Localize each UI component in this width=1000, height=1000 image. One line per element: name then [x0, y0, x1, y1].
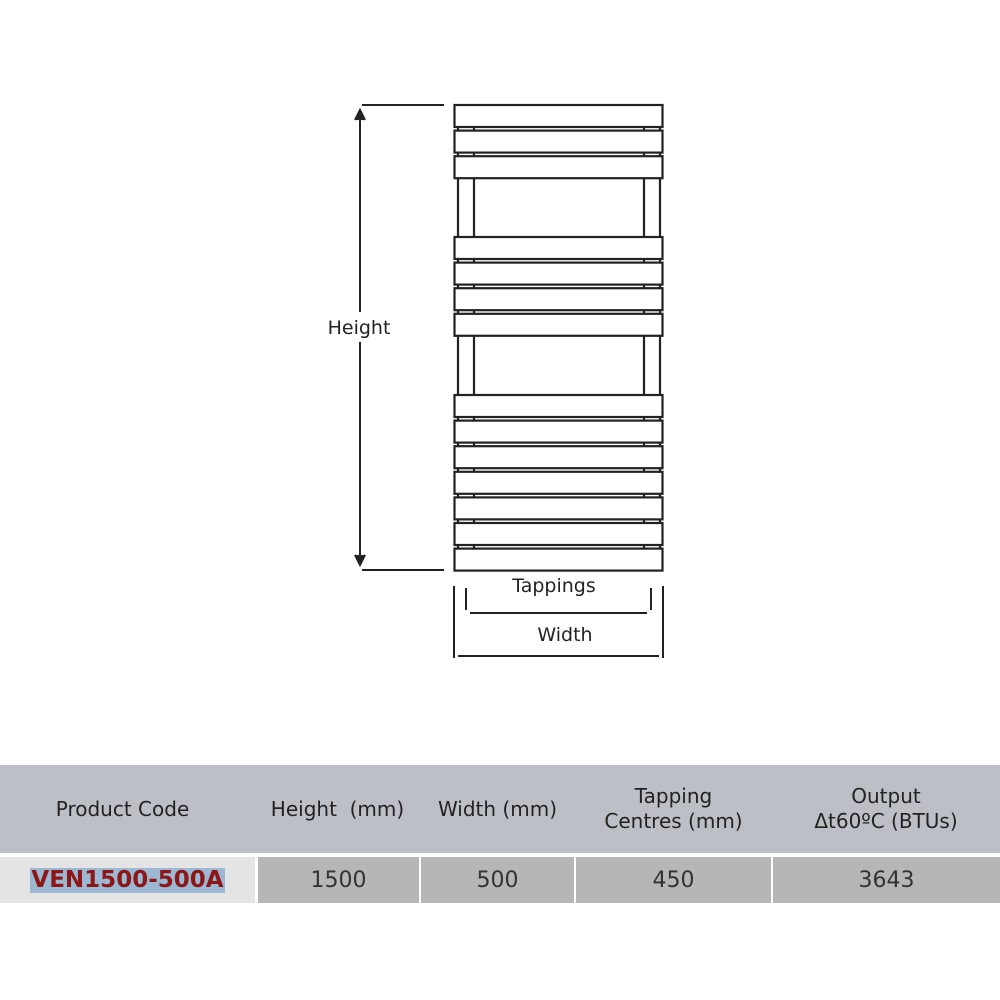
radiator-bar	[453, 496, 664, 521]
radiator-bar	[453, 547, 664, 572]
radiator-bar	[453, 129, 664, 154]
header-height: Height (mm)	[270, 796, 405, 821]
radiator-bar	[453, 393, 664, 419]
radiator-diagram: Height Tappings Width	[327, 103, 664, 658]
header-output: Output Δt60ºC (BTUs)	[814, 784, 958, 833]
height-label: Height	[328, 317, 391, 339]
radiator-bar	[453, 445, 664, 470]
width-dimension	[453, 586, 664, 658]
radiator-bar	[453, 155, 664, 180]
tapping-centres-value: 450	[576, 857, 771, 903]
table-row: VEN1500-500A 1500 500 450 3643	[0, 857, 1000, 903]
spec-table-header: Product Code Height (mm) Width (mm) Tapp…	[0, 765, 1000, 853]
width-value: 500	[421, 857, 574, 903]
header-width: Width (mm)	[437, 796, 558, 821]
tappings-dimension	[465, 588, 652, 614]
width-label: Width	[537, 624, 592, 646]
radiator-bar	[453, 235, 664, 261]
radiator-bar	[453, 521, 664, 547]
header-product-code: Product Code	[55, 796, 190, 821]
radiator-bar	[453, 419, 664, 444]
header-tapping-centres: Tapping Centres (mm)	[604, 784, 743, 833]
product-code: VEN1500-500A	[30, 866, 225, 893]
output-value: 3643	[773, 857, 1000, 903]
radiator-bar	[453, 470, 664, 495]
radiator-bar	[453, 103, 664, 129]
radiator-bar	[453, 287, 664, 312]
height-value: 1500	[258, 857, 419, 903]
radiator-bar	[453, 312, 664, 337]
radiator-bar	[453, 261, 664, 286]
tappings-label: Tappings	[511, 575, 596, 597]
radiator-bars	[453, 103, 664, 572]
